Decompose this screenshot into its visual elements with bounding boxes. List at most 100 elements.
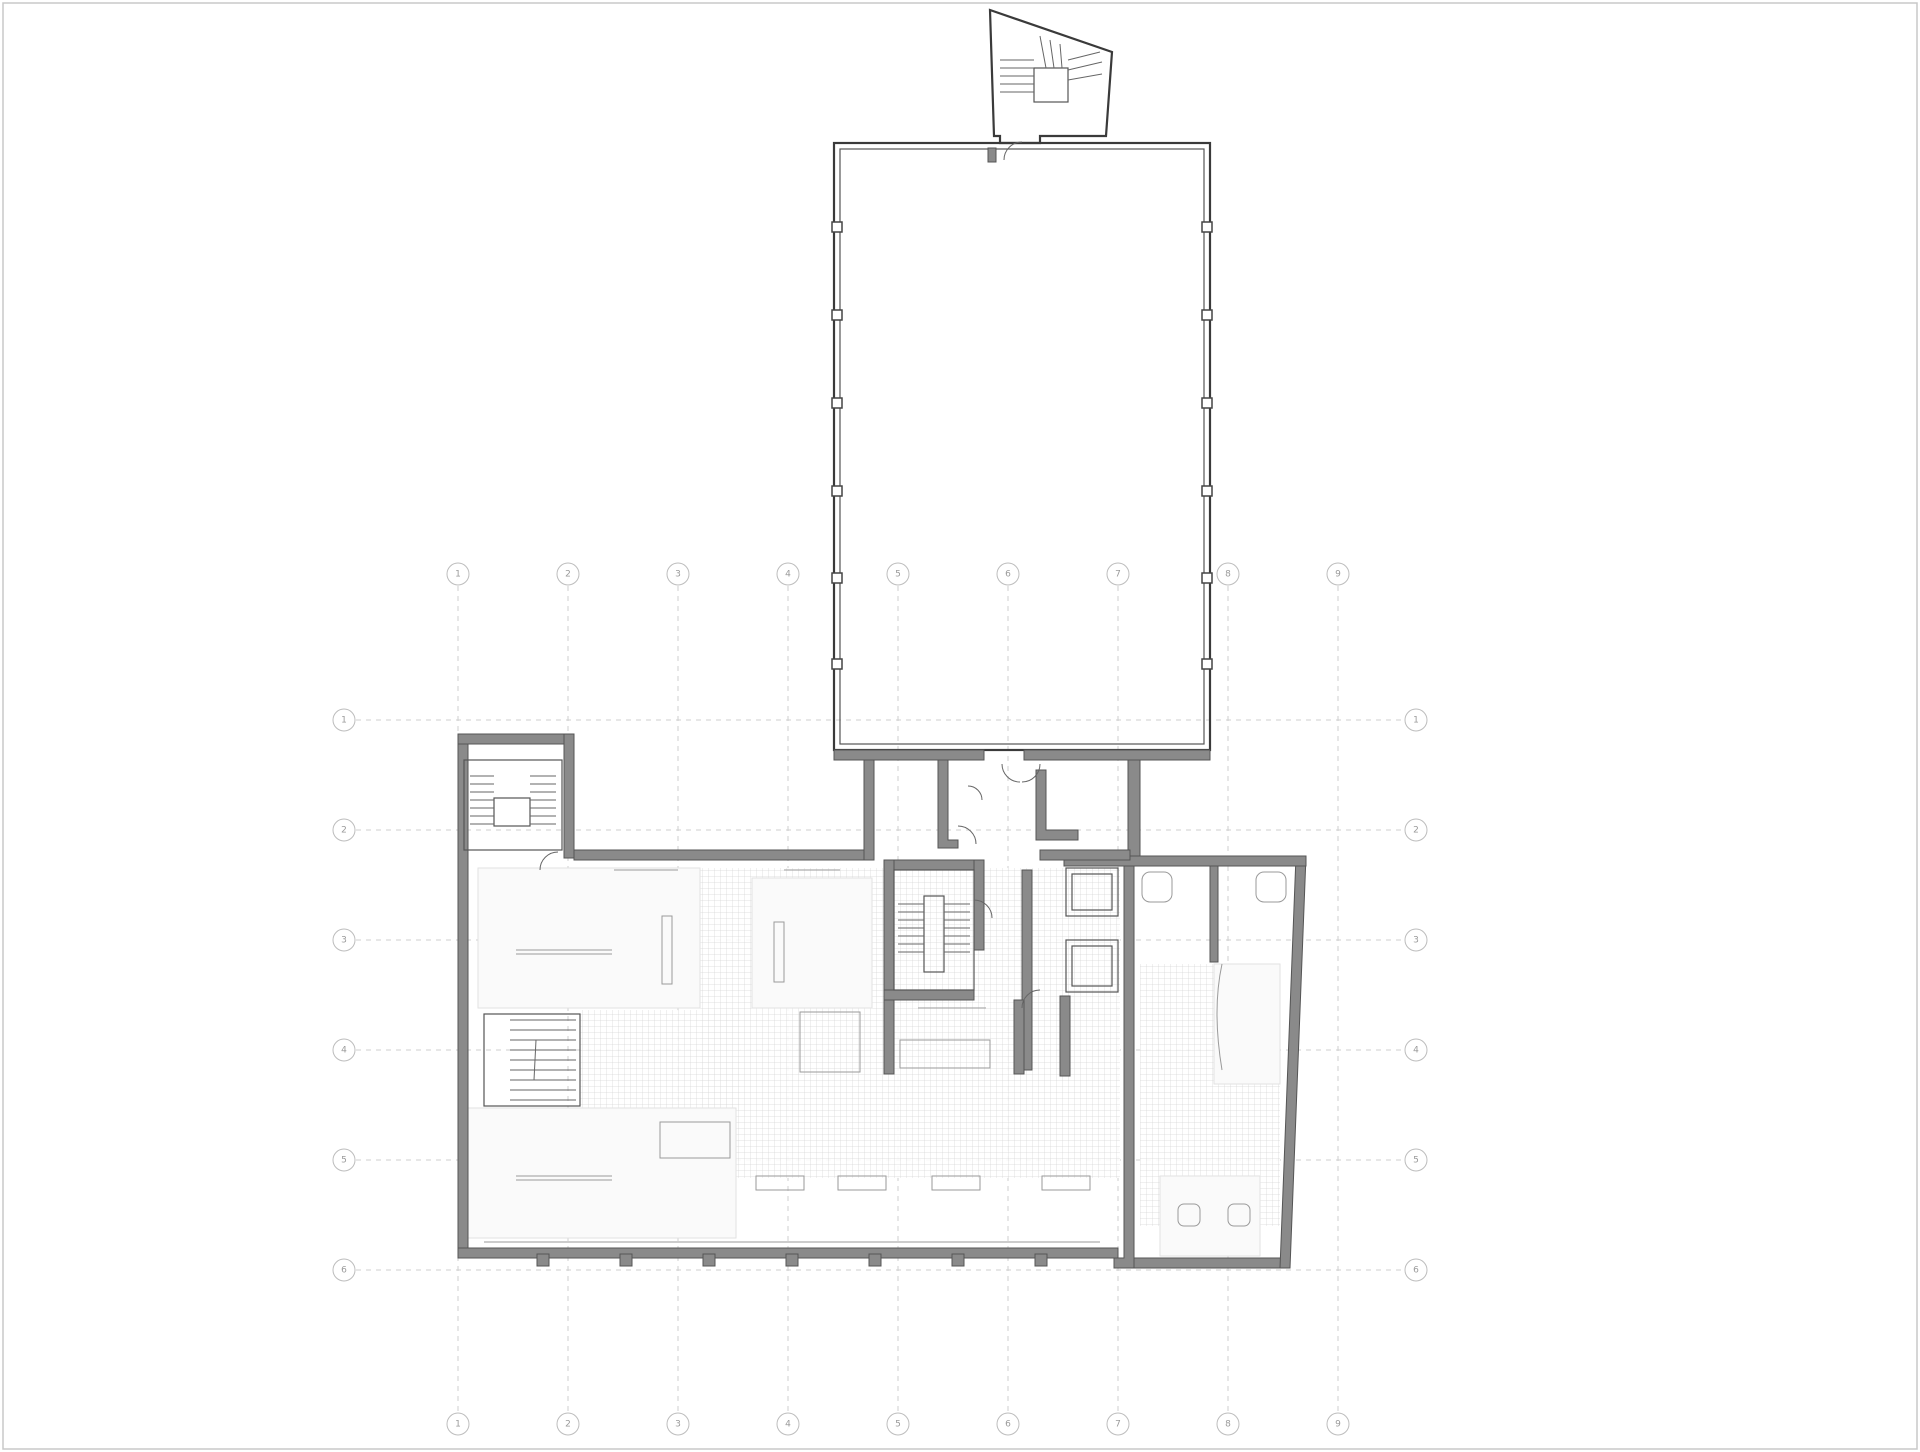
south-facade-piers: [536, 1253, 1048, 1267]
top-door-jamb: [987, 147, 997, 163]
grid-column-top-label: 2: [565, 570, 571, 580]
armchair: [1141, 871, 1173, 903]
display-zone-east-aisle: [1159, 1175, 1261, 1257]
grid-row-right-bubble: [1404, 818, 1428, 842]
hanging-rail-curved: [1216, 963, 1223, 1071]
grid-column-bottom-bubble: [556, 1412, 580, 1436]
display-table: [773, 921, 785, 983]
core-wall-14: [937, 759, 959, 849]
grid-column-top-label: 1: [455, 570, 461, 580]
stair-block-east-wall: [563, 733, 575, 859]
core-wall-1: [833, 749, 985, 761]
grid-row-left-bubble: [332, 818, 356, 842]
core-wall-13: [1013, 999, 1025, 1075]
grid-row-right-bubble: [1404, 1258, 1428, 1282]
grid-column-bottom-label: 2: [565, 1420, 571, 1430]
grid-column-bottom-bubble: [886, 1412, 910, 1436]
core-wall-10: [1021, 869, 1033, 1071]
grid-column-top-bubble: [776, 562, 800, 586]
core-wall-11: [1059, 995, 1071, 1077]
core-wall-5: [883, 859, 985, 871]
grid-column-bottom-bubble: [1216, 1412, 1240, 1436]
grid-column-top-label: 4: [785, 570, 791, 580]
elevator-1-car: [1071, 873, 1113, 911]
armchair: [1227, 1203, 1251, 1227]
grid-column-bottom-label: 1: [455, 1420, 461, 1430]
core-wall-9: [1039, 849, 1131, 861]
grid-column-top-bubble: [1326, 562, 1350, 586]
grid-column-bottom-label: 5: [895, 1420, 901, 1430]
core-wall-6: [883, 859, 895, 1001]
display-zone-north-mid: [751, 877, 873, 1009]
grid-column-bottom-label: 3: [675, 1420, 681, 1430]
core-wall-15: [1035, 769, 1079, 841]
grid-column-top-bubble: [446, 562, 470, 586]
stair-block-north-wall: [457, 733, 575, 745]
seating-group: [899, 1039, 991, 1069]
grid-column-top-label: 8: [1225, 570, 1231, 580]
display-zone-east-strip: [1213, 963, 1281, 1085]
corridor-north-wall: [573, 849, 875, 861]
hanging-rail: [516, 949, 612, 955]
upper-hall: [831, 8, 1213, 752]
armchair: [1177, 1203, 1201, 1227]
grid-column-top-label: 5: [895, 570, 901, 580]
upper-hall-mullions-right: [1201, 221, 1213, 670]
counter: [755, 1175, 805, 1191]
grid-row-left-bubble: [332, 1148, 356, 1172]
grid-column-top-bubble: [556, 562, 580, 586]
grid-row-left-label: 6: [341, 1266, 347, 1276]
display-zone-south: [465, 1107, 737, 1239]
lower-floor: [457, 733, 1307, 1269]
grid-row-right-bubble: [1404, 1038, 1428, 1062]
hanging-rail: [516, 1175, 612, 1181]
elevator-1: [1065, 867, 1119, 917]
upper-hall-inner-glazing: [839, 148, 1205, 745]
armchair: [1255, 871, 1287, 903]
stair-core: [893, 869, 975, 991]
grid-column-top-label: 7: [1115, 570, 1121, 580]
grid-row-left-label: 1: [341, 716, 347, 726]
grid-column-bottom-bubble: [666, 1412, 690, 1436]
top-stair-tower: [987, 8, 1114, 163]
grid-column-bottom-bubble: [1326, 1412, 1350, 1436]
counter: [1041, 1175, 1091, 1191]
grid-row-left-label: 2: [341, 826, 347, 836]
east-court-divider: [1209, 865, 1219, 963]
grid-column-top-bubble: [666, 562, 690, 586]
grid-row-right-label: 1: [1413, 716, 1419, 726]
grid-column-bottom-bubble: [776, 1412, 800, 1436]
grid-row-right-label: 3: [1413, 936, 1419, 946]
grid-row-right-label: 4: [1413, 1046, 1419, 1056]
grid-row-right-label: 5: [1413, 1156, 1419, 1166]
core-wall-7: [973, 859, 985, 951]
top-door-swing: [1003, 141, 1023, 161]
grid-column-bottom-bubble: [446, 1412, 470, 1436]
east-court-south-wall: [1117, 1257, 1287, 1269]
elevator-2-car: [1071, 945, 1113, 987]
grid-row-right-label: 6: [1413, 1266, 1419, 1276]
display-table: [661, 915, 673, 985]
core-wall-3: [863, 759, 875, 861]
door-swings: [957, 763, 1041, 1009]
grid-row-left-bubble: [332, 928, 356, 952]
core-wall-8: [883, 989, 975, 1001]
stair-west-open: [483, 1013, 581, 1107]
grid-column-top-bubble: [996, 562, 1020, 586]
stair-north-west: [463, 759, 563, 871]
grid-column-bottom-label: 6: [1005, 1420, 1011, 1430]
core-wall-12: [883, 999, 895, 1075]
elevator-2: [1065, 939, 1119, 993]
grid-column-bottom-label: 7: [1115, 1420, 1121, 1430]
counter: [837, 1175, 887, 1191]
grid-row-left-bubble: [332, 1038, 356, 1062]
grid-column-bottom-bubble: [996, 1412, 1020, 1436]
grid-column-top-label: 6: [1005, 570, 1011, 580]
grid-row-left-label: 4: [341, 1046, 347, 1056]
upper-hall-outline: [832, 141, 1212, 752]
upper-hall-mullions-left: [831, 221, 843, 670]
core-wall-2: [1023, 749, 1211, 761]
counter: [931, 1175, 981, 1191]
east-court-west-wall: [1113, 865, 1135, 1269]
